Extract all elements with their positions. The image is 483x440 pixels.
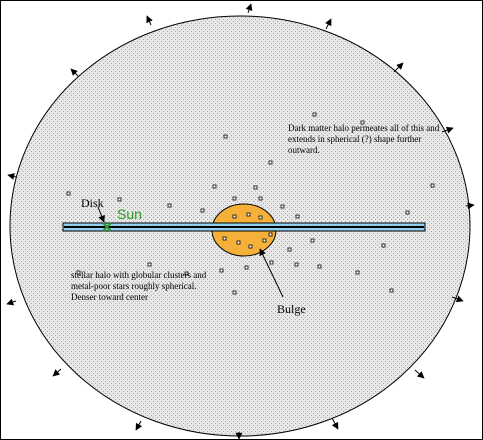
arrow-icon xyxy=(70,68,79,77)
hollow-square-icon xyxy=(360,120,365,125)
hollow-square-icon xyxy=(117,197,122,202)
arrow-icon xyxy=(7,173,17,180)
hollow-square-icon xyxy=(310,238,315,243)
hollow-square-icon xyxy=(355,270,360,275)
hollow-square-icon xyxy=(167,203,172,208)
stellar-halo-note: stellar halo with globular clusters and … xyxy=(71,270,207,302)
hollow-square-icon xyxy=(248,244,253,249)
hollow-square-icon xyxy=(244,265,249,270)
disk-label: Disk xyxy=(81,196,104,210)
hollow-square-icon xyxy=(430,183,435,188)
hollow-square-icon xyxy=(219,268,224,273)
hollow-square-icon xyxy=(223,134,228,139)
hollow-square-icon xyxy=(294,262,299,267)
hollow-square-icon xyxy=(258,215,263,220)
hollow-square-icon xyxy=(232,290,237,295)
hollow-square-icon xyxy=(222,236,227,241)
arrow-icon xyxy=(331,417,339,430)
dark-matter-note: Dark matter halo permeates all of this a… xyxy=(288,123,440,155)
hollow-square-icon xyxy=(66,191,71,196)
hollow-square-icon xyxy=(184,271,189,276)
hollow-square-icon xyxy=(236,240,241,245)
hollow-square-icon xyxy=(253,185,258,190)
sun-label: Sun xyxy=(117,206,142,222)
hollow-square-icon xyxy=(262,238,267,243)
hollow-square-icon xyxy=(268,160,273,165)
hollow-square-icon xyxy=(269,260,274,265)
hollow-square-icon xyxy=(268,232,273,237)
arrow-icon xyxy=(393,62,404,73)
arrow-icon xyxy=(451,295,464,303)
hollow-square-icon xyxy=(212,184,217,189)
arrow-icon xyxy=(414,369,425,379)
arrow-icon xyxy=(465,202,475,210)
outward-arrows xyxy=(6,3,475,439)
hollow-square-icon xyxy=(246,212,251,217)
hollow-square-icon xyxy=(200,208,205,213)
hollow-square-icon xyxy=(405,210,410,215)
disk-pointer-arrow xyxy=(97,206,105,223)
hollow-square-icon xyxy=(389,288,394,293)
hollow-square-icon xyxy=(312,112,317,117)
arrow-icon xyxy=(441,126,454,134)
arrow-icon xyxy=(52,368,62,377)
arrow-icon xyxy=(325,18,332,30)
hollow-square-icon xyxy=(287,247,292,252)
arrow-icon xyxy=(135,420,143,431)
bulge-pointer-arrow xyxy=(259,248,284,298)
hollow-square-icon xyxy=(258,196,263,201)
hollow-square-icon xyxy=(147,262,152,267)
hollow-square-icon xyxy=(232,196,237,201)
bulge-label: Bulge xyxy=(277,302,306,316)
hollow-square-icon xyxy=(317,264,322,269)
hollow-square-icon xyxy=(381,243,386,248)
arrow-icon xyxy=(6,298,17,306)
bulge-clusters xyxy=(222,212,273,249)
arrow-icon xyxy=(245,3,253,14)
hollow-square-icon xyxy=(76,270,81,275)
hollow-square-icon xyxy=(232,214,237,219)
hollow-square-icon xyxy=(295,214,300,219)
hollow-square-icon xyxy=(280,204,285,209)
cross-marker-icon xyxy=(102,222,112,232)
arrow-icon xyxy=(146,15,153,26)
